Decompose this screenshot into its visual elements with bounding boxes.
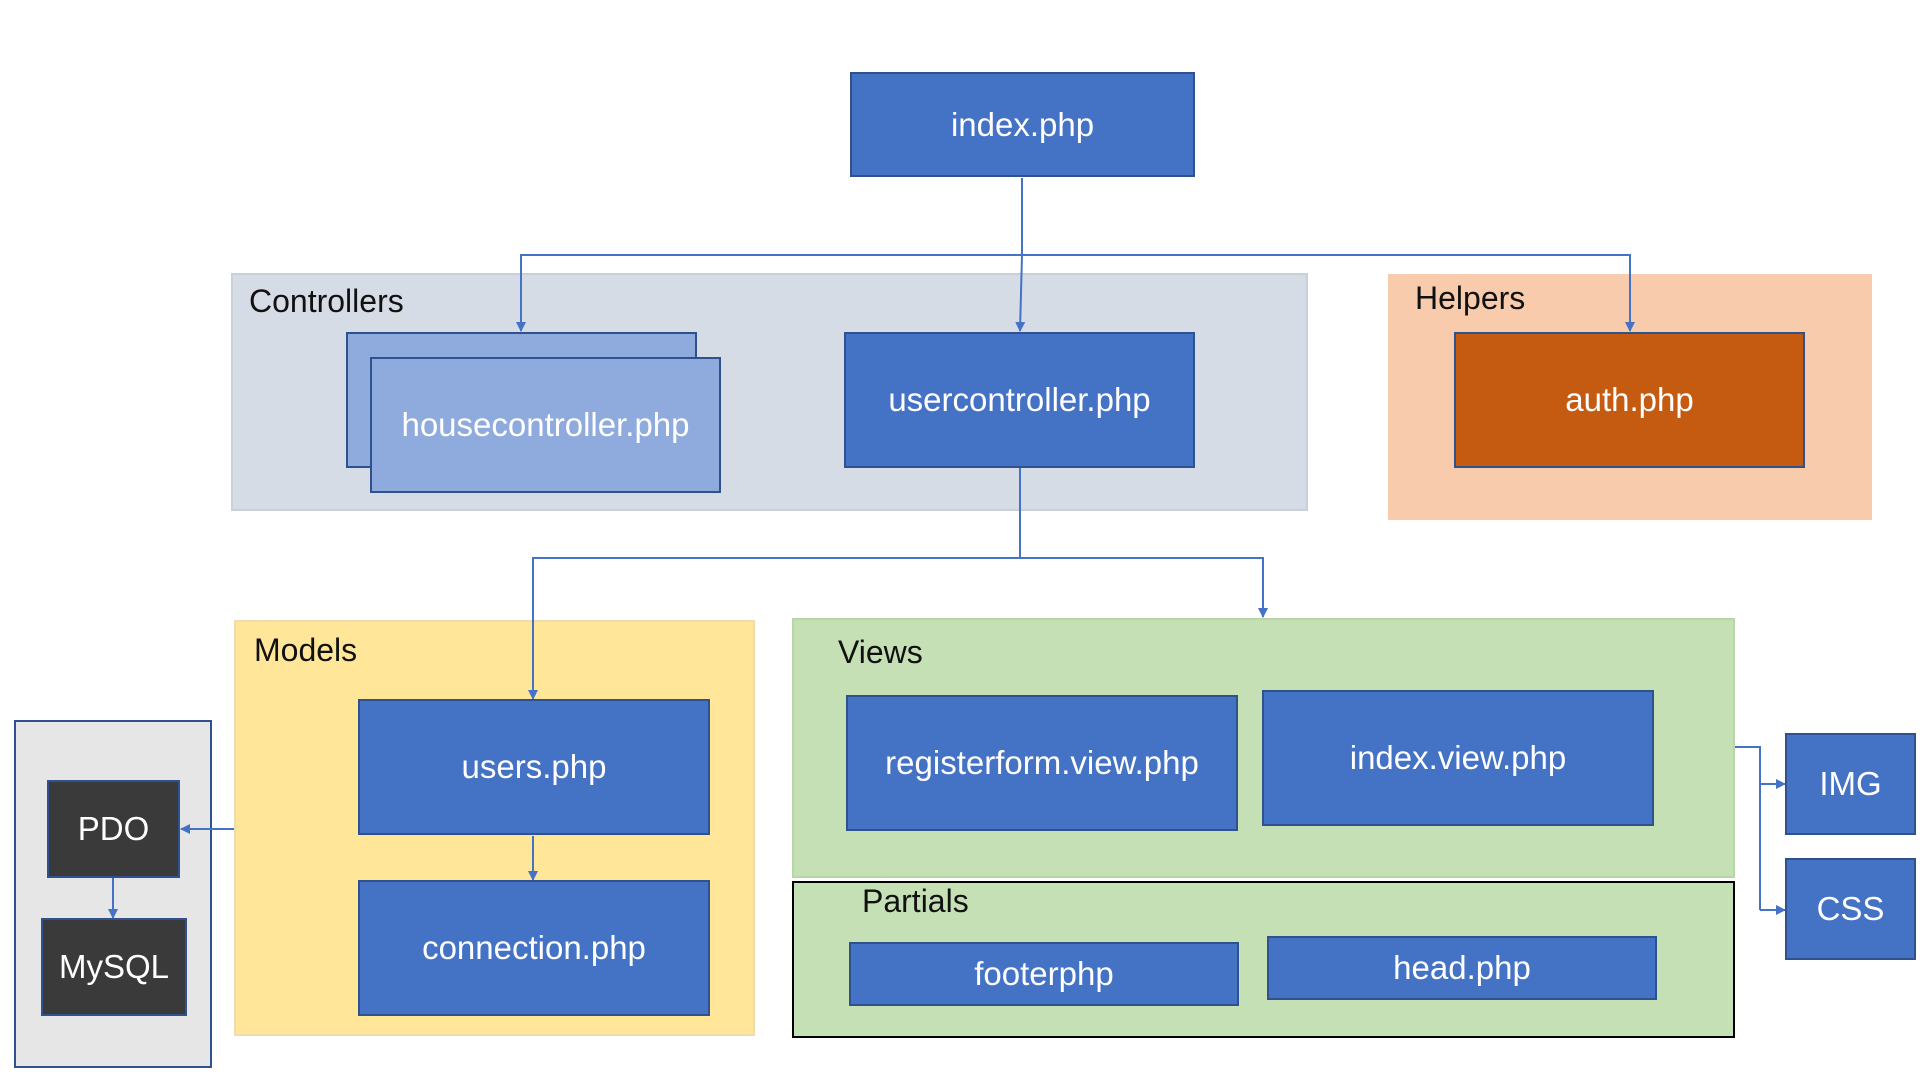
footer-php-node[interactable]: footerphp	[849, 942, 1239, 1006]
index-php-node[interactable]: index.php	[850, 72, 1195, 177]
head-php-node[interactable]: head.php	[1267, 936, 1657, 1000]
index-view-php-node[interactable]: index.view.php	[1262, 690, 1654, 826]
registerform-view-php-node[interactable]: registerform.view.php	[846, 695, 1238, 831]
pdo-node[interactable]: PDO	[47, 780, 180, 878]
housecontroller-php-node[interactable]: housecontroller.php	[370, 357, 721, 493]
controllers-label: Controllers	[249, 283, 404, 319]
connector-usercontroller-to-views	[1020, 557, 1268, 618]
connector-views-to-assets	[1735, 746, 1761, 910]
usercontroller-php-node[interactable]: usercontroller.php	[844, 332, 1195, 468]
users-php-node[interactable]: users.php	[358, 699, 710, 835]
css-node[interactable]: CSS	[1785, 858, 1916, 960]
views-label: Views	[838, 634, 923, 670]
auth-php-node[interactable]: auth.php	[1454, 332, 1805, 468]
partials-label: Partials	[862, 883, 969, 919]
helpers-label: Helpers	[1415, 280, 1526, 316]
mysql-node[interactable]: MySQL	[41, 918, 187, 1016]
img-node[interactable]: IMG	[1785, 733, 1916, 835]
connection-php-node[interactable]: connection.php	[358, 880, 710, 1016]
models-label: Models	[254, 632, 358, 668]
